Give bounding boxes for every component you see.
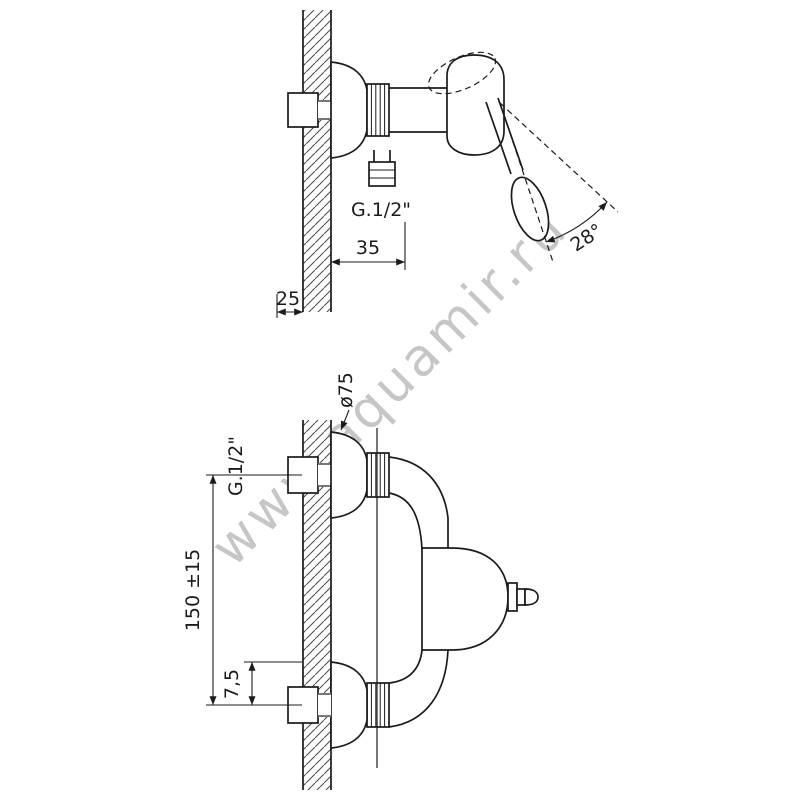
bottom-knurled-ring bbox=[366, 682, 390, 728]
top-knurled-ring bbox=[366, 452, 390, 498]
offset-dim-label: 7,5 bbox=[221, 669, 243, 699]
angle-28-label: 28° bbox=[567, 220, 607, 257]
cartridge-dome bbox=[421, 547, 509, 651]
handle-up-position bbox=[427, 51, 497, 95]
knurled-ring bbox=[366, 83, 390, 137]
body-neck-top-outer bbox=[388, 456, 449, 549]
front-view-dimensions bbox=[206, 409, 350, 706]
dim-25-label: 25 bbox=[276, 288, 300, 310]
dim-35-label: 35 bbox=[356, 237, 380, 259]
angle-ref-line bbox=[499, 102, 554, 263]
handle-hub-step bbox=[516, 588, 526, 606]
supply-union-nut bbox=[287, 92, 319, 128]
knurl-lines bbox=[370, 84, 386, 136]
outlet-fitting bbox=[368, 161, 396, 187]
valve-body bbox=[446, 54, 505, 156]
handle-tip bbox=[524, 588, 539, 606]
front-thread-label: G.1/2" bbox=[225, 436, 247, 496]
side-view-phantom bbox=[427, 51, 619, 263]
diameter-leader bbox=[340, 409, 350, 431]
pipe-clearing bbox=[318, 100, 331, 120]
angle-arc bbox=[545, 201, 608, 243]
body-neck-bottom-inner bbox=[388, 649, 423, 684]
bottom-escutcheon bbox=[330, 661, 368, 749]
body-neck-bottom-outer bbox=[388, 649, 449, 728]
spacing-dim-label: 150 ±15 bbox=[182, 549, 204, 631]
side-view bbox=[287, 10, 550, 312]
side-view-dimensions bbox=[276, 201, 608, 318]
wall-escutcheon bbox=[330, 61, 368, 159]
knurl-lines bbox=[370, 683, 386, 727]
outlet-thread-label: G.1/2" bbox=[351, 199, 411, 221]
wall-hatch bbox=[303, 10, 331, 312]
flange-diameter-label: ø75 bbox=[335, 372, 357, 408]
pipe-clearing bbox=[318, 463, 331, 487]
angle-ref-line bbox=[499, 102, 619, 213]
knurl-lines bbox=[370, 453, 386, 497]
front-view-labels: ø75 G.1/2" 150 ±15 7,5 bbox=[182, 372, 357, 699]
handle-grip bbox=[510, 176, 550, 242]
front-view bbox=[287, 420, 539, 790]
handle-lever bbox=[485, 101, 512, 175]
watermark-text: www.aquamir.ru bbox=[200, 198, 580, 578]
handle-hub bbox=[507, 582, 518, 612]
pipe-clearing bbox=[318, 693, 331, 717]
body-neck-top-inner bbox=[388, 492, 423, 550]
